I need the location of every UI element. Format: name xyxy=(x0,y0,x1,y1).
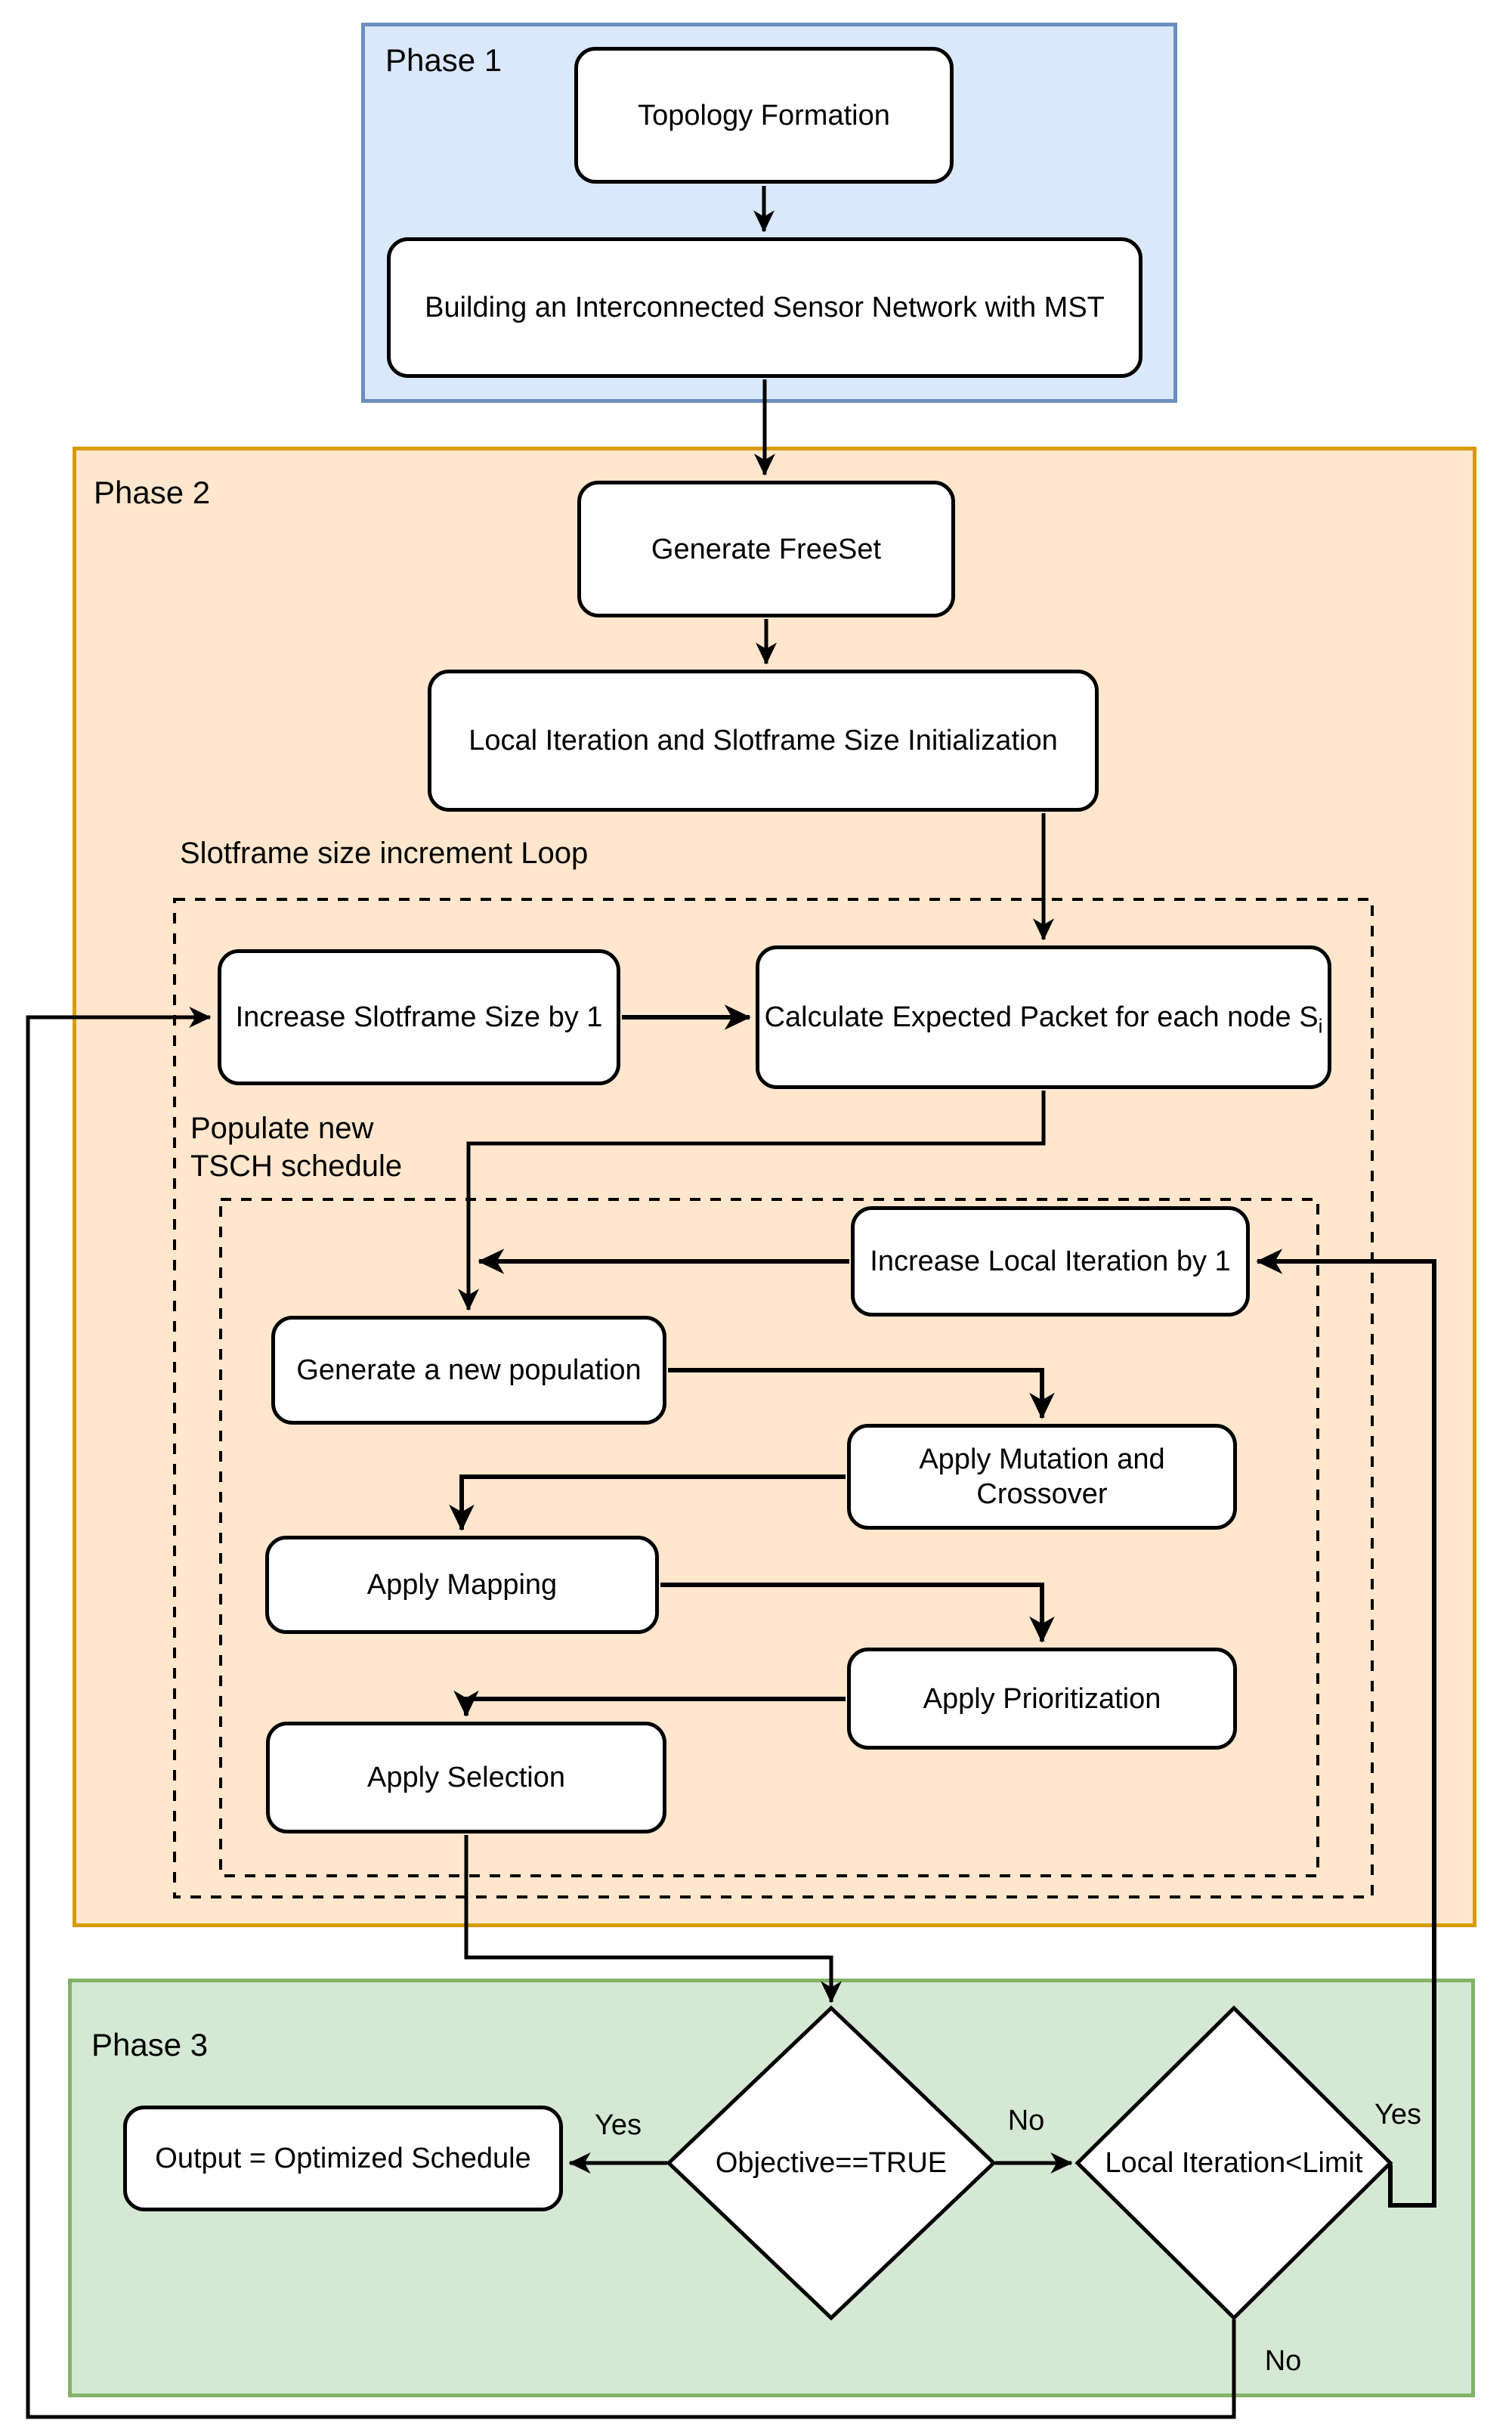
objective-diamond xyxy=(666,2005,997,2321)
node-apply-mapping-label: Apply Mapping xyxy=(366,1569,558,1601)
node-output-optimized-schedule-label: Output = Optimized Schedule xyxy=(155,2143,531,2174)
edge-selection-to-objective xyxy=(464,1835,842,2004)
limit-diamond xyxy=(1074,2005,1393,2321)
slotframe-loop-label: Slotframe size increment Loop xyxy=(180,837,589,870)
edge-label-no-loop: No xyxy=(1264,2345,1302,2377)
edge-label-yes-output: Yes xyxy=(595,2109,642,2141)
edge-prioritization-to-selection xyxy=(453,1690,846,1717)
edge-label-yes-loop: Yes xyxy=(1374,2099,1421,2130)
node-topology-formation-label: Topology Formation xyxy=(638,99,890,132)
node-generate-new-population-label: Generate a new population xyxy=(296,1354,642,1386)
phase2-label: Phase 2 xyxy=(94,475,211,510)
node-output-optimized-schedule: Output = Optimized Schedule xyxy=(123,2106,563,2211)
node-apply-selection: Apply Selection xyxy=(266,1722,666,1833)
edge-limit-no-to-increase-sf xyxy=(26,1007,1236,2419)
edge-limit-yes-to-inc-local xyxy=(1256,1249,1436,2208)
node-apply-prioritization-label: Apply Prioritization xyxy=(923,1682,1161,1715)
slotframe-loop-dashed-box xyxy=(173,898,1374,1898)
node-apply-prioritization: Apply Prioritization xyxy=(847,1648,1237,1750)
edge-gen-pop-to-mutation xyxy=(668,1368,1055,1419)
node-apply-mutation-crossover-label: Apply Mutation and Crossover xyxy=(919,1444,1165,1510)
node-building-mst: Building an Interconnected Sensor Networ… xyxy=(387,237,1143,378)
tsch-schedule-label: Populate new TSCH schedule xyxy=(190,1112,403,1183)
node-increase-slotframe-size-label: Increase Slotframe Size by 1 xyxy=(235,1001,603,1033)
edge-mutation-to-mapping xyxy=(449,1474,846,1531)
phase3-label: Phase 3 xyxy=(91,2027,209,2062)
objective-diamond-label: Objective==TRUE xyxy=(715,2146,948,2179)
node-generate-freeset-label: Generate FreeSet xyxy=(651,533,882,565)
node-calculate-expected-packet-label: Calculate Expected Packet for each node … xyxy=(764,1001,1323,1038)
node-increase-slotframe-size: Increase Slotframe Size by 1 xyxy=(218,949,620,1085)
limit-diamond-label: Local Iteration<Limit xyxy=(1105,2146,1363,2179)
node-generate-freeset: Generate FreeSet xyxy=(577,481,955,617)
node-apply-selection-label: Apply Selection xyxy=(367,1762,565,1793)
node-generate-new-population: Generate a new population xyxy=(271,1316,666,1425)
node-topology-formation: Topology Formation xyxy=(574,47,954,184)
node-local-iteration-init: Local Iteration and Slotframe Size Initi… xyxy=(428,670,1099,812)
node-local-iteration-init-label: Local Iteration and Slotframe Size Initi… xyxy=(468,725,1058,757)
node-apply-mapping: Apply Mapping xyxy=(265,1536,659,1634)
node-building-mst-label: Building an Interconnected Sensor Networ… xyxy=(425,292,1105,323)
node-apply-mutation-crossover: Apply Mutation and Crossover xyxy=(847,1424,1237,1530)
node-increase-local-iteration: Increase Local Iteration by 1 xyxy=(851,1206,1250,1317)
node-calculate-expected-packet: Calculate Expected Packet for each node … xyxy=(756,945,1331,1089)
tsch-schedule-dashed-box xyxy=(219,1198,1319,1877)
node-calc-subscript: i xyxy=(1318,1014,1323,1038)
edge-label-no-between: No xyxy=(1007,2105,1045,2137)
node-increase-local-iteration-label: Increase Local Iteration by 1 xyxy=(870,1245,1231,1277)
edge-mapping-to-prioritization xyxy=(660,1583,1055,1643)
phase1-label: Phase 1 xyxy=(385,42,502,78)
edge-calc-to-gen-pop xyxy=(458,1091,1046,1311)
